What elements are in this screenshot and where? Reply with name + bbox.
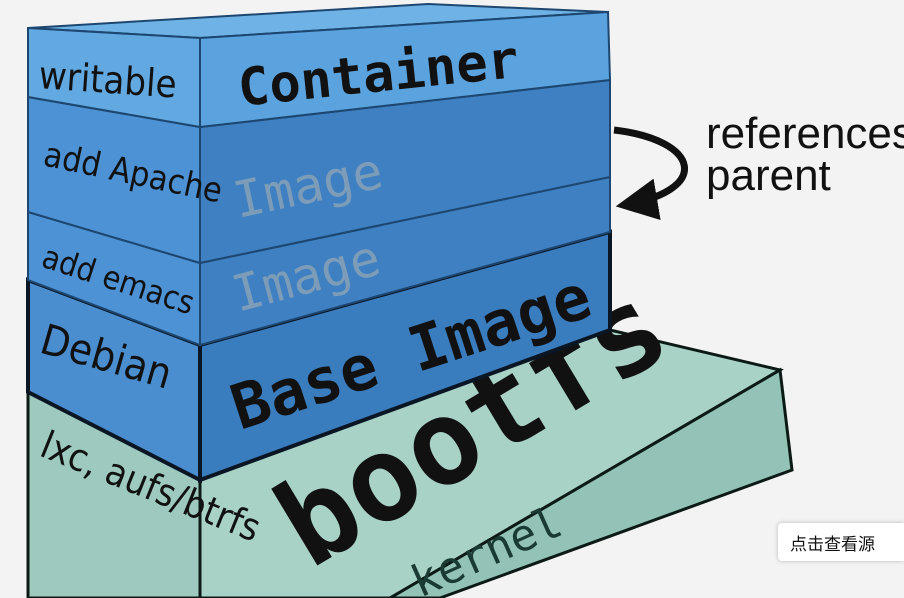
view-source-button[interactable]: 点击查看源 <box>778 523 904 561</box>
annotation-line2: parent <box>706 151 831 200</box>
container-layer: writable Container <box>27 2 612 129</box>
curved-arrow-icon <box>613 126 688 221</box>
image-emacs-layer: add emacs Image <box>27 175 611 347</box>
annotation-line1: references <box>706 109 904 158</box>
view-source-label: 点击查看源 <box>790 534 875 555</box>
image-apache-layer: add Apache Image <box>27 78 611 265</box>
container-side-face <box>27 26 201 129</box>
references-parent-annotation: references parent <box>613 109 904 221</box>
container-side-label: writable <box>37 53 178 107</box>
bootfs-front-face <box>387 367 794 598</box>
